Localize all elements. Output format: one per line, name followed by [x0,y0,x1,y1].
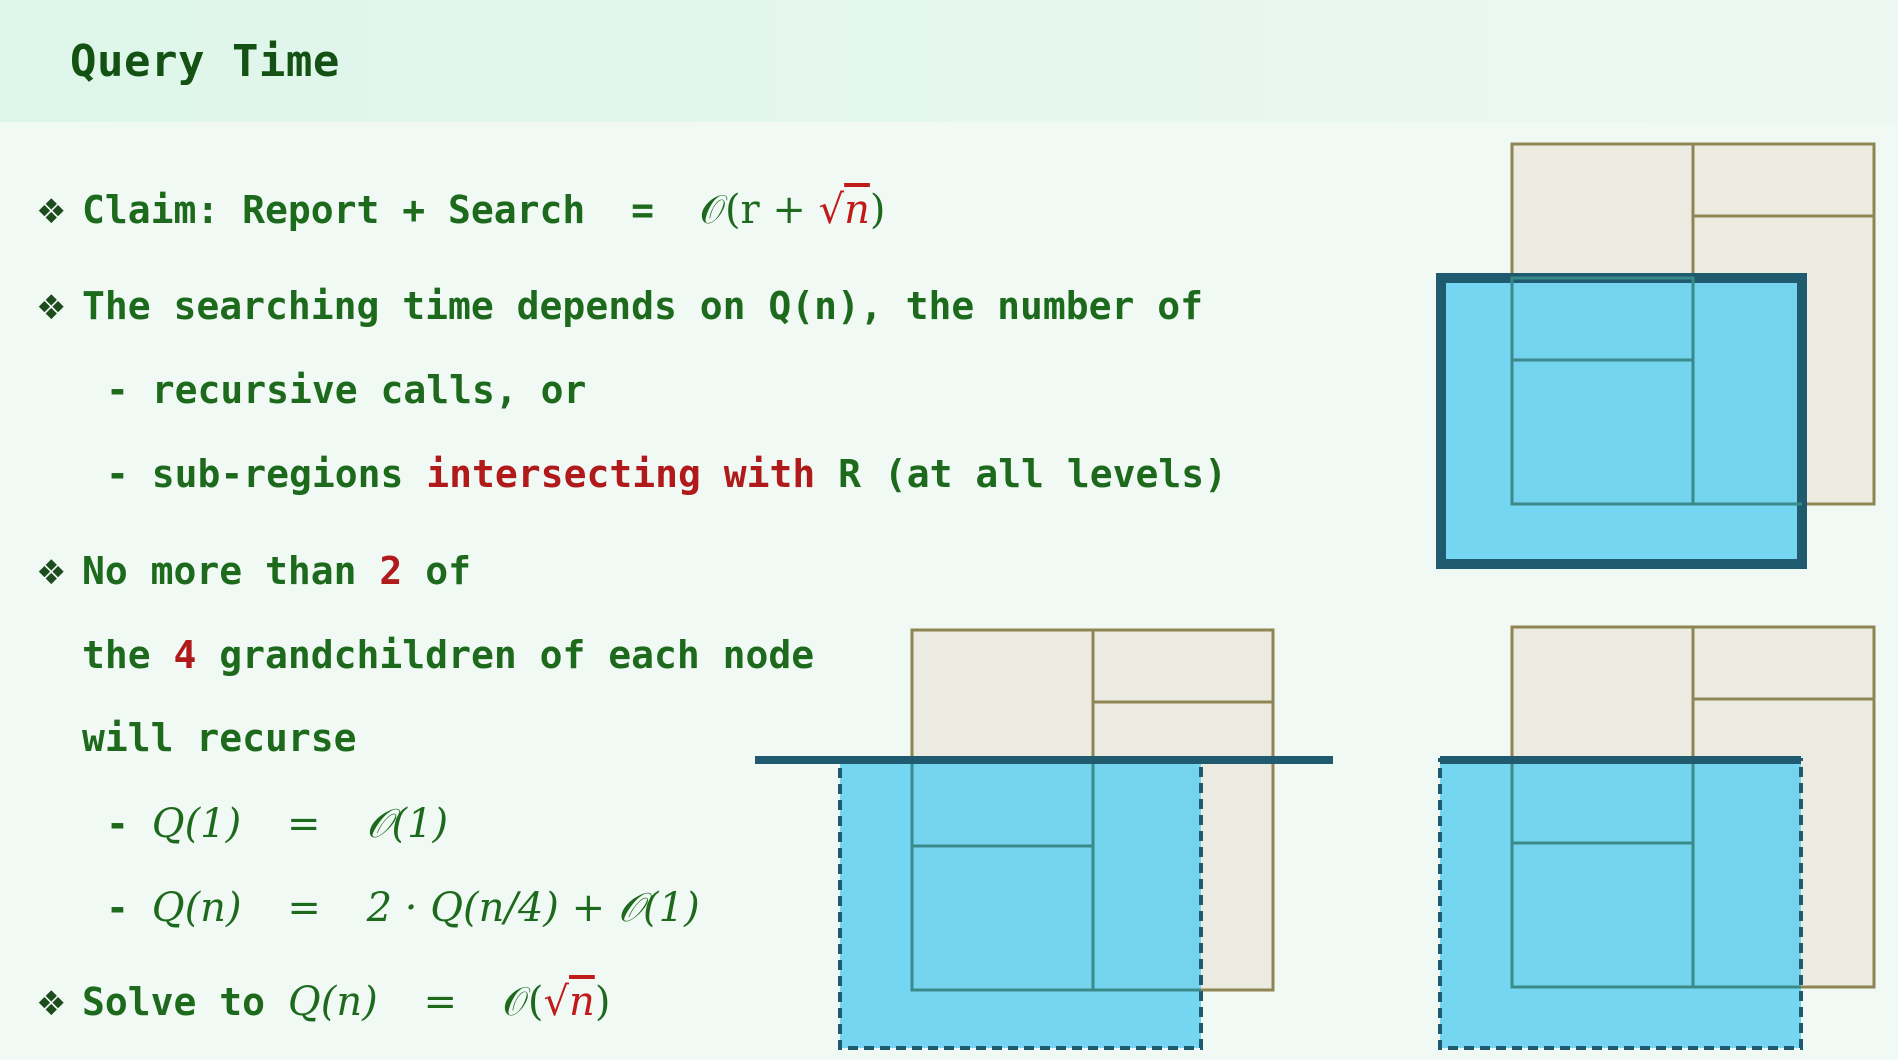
solve-line: ❖Solve to Q(n) = 𝒪(√n) [36,979,611,1025]
query-rectangle-contained [1436,142,1876,569]
bullet-icon: ❖ [36,192,67,232]
claim-label: Claim: Report + Search [82,188,586,232]
sqrt-symbol: √n [543,979,595,1025]
recurrence-base: - Q(1) = 𝒪(1) [106,801,449,847]
search-item-recursive-calls: - recursive calls, or [106,368,587,412]
search-item-subregions: - sub-regions intersecting with R (at al… [106,452,1228,496]
grandchildren-line-3: will recurse [82,716,357,760]
sqrt-symbol: √n [818,187,870,233]
search-text: The searching time depends on Q(n), the … [82,284,1204,328]
claim-equals: = [631,188,654,232]
search-line: ❖ The searching time depends on Q(n), the… [36,287,1203,325]
bullet-icon: ❖ [36,288,67,328]
claim-line: ❖ Claim: Report + Search = 𝒪(r + √n) [36,190,886,230]
query-halfplane-right [1438,625,1876,1050]
query-region [838,758,1203,1050]
bullet-icon: ❖ [36,553,67,593]
claim-formula: 𝒪(r + √n) [699,187,886,233]
query-rectangle [1436,273,1807,569]
bullet-icon: ❖ [36,984,67,1024]
slide-title: Query Time [70,36,340,87]
title-bar [0,0,1898,122]
intersecting-highlight: intersecting with [426,452,816,496]
grandchildren-line-2: the 4 grandchildren of each node [82,633,815,677]
recurrence-step: - Q(n) = 2 · Q(n/4) + 𝒪(1) [106,885,700,931]
query-halfplane-left [755,628,1333,1050]
query-region [1438,758,1803,1050]
grandchildren-line-1: ❖No more than 2 of [36,549,471,593]
